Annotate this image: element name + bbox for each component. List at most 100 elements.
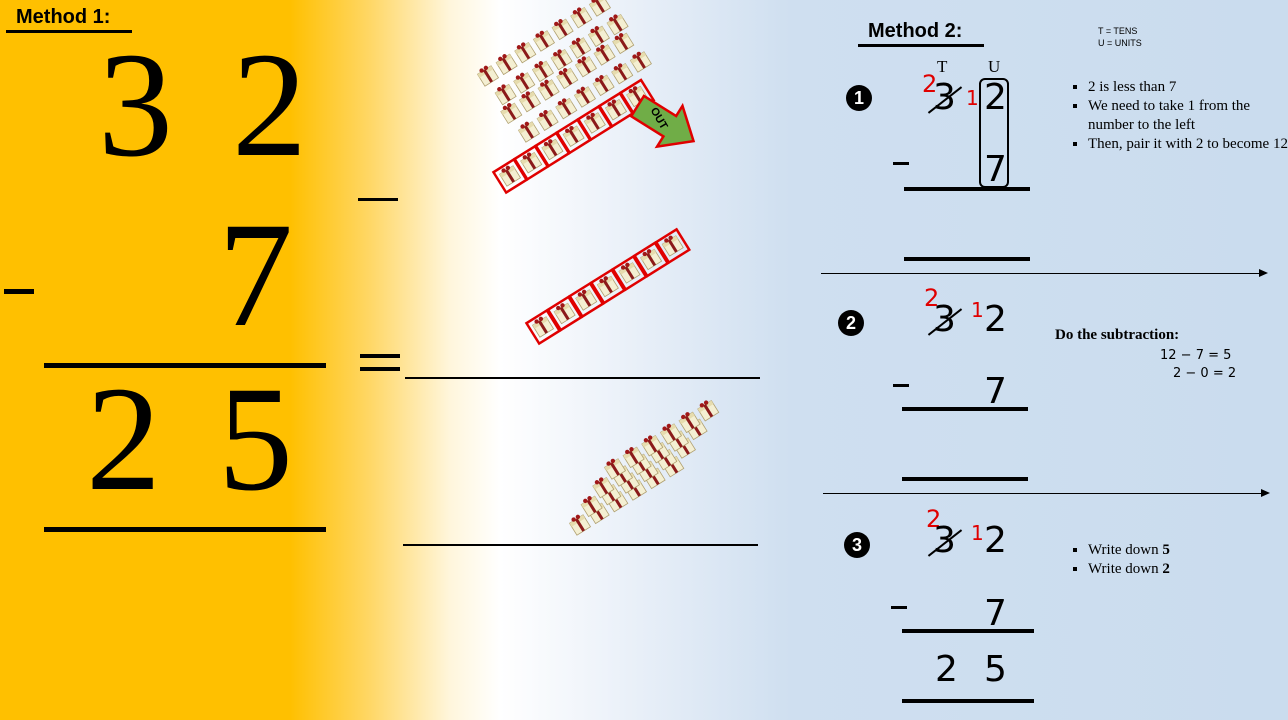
method1-title-underline [6,30,132,33]
gift-icon [534,131,571,168]
gift-icon [493,50,518,76]
step1-subtrahend: 7 [984,149,1007,190]
method1-title: Method 1: [16,6,111,28]
gift-icon [567,281,605,319]
step-divider-1-arrowhead [1259,269,1268,277]
step3-minus-sign [891,606,907,609]
gift-group-25-left [567,397,720,536]
step3-line-top [902,629,1034,633]
column-header-tens: T [937,57,948,76]
gift-icon [491,157,529,195]
gift-icon [576,104,614,142]
gift-icon [609,60,634,85]
gift-icon [492,81,517,106]
step-divider-2 [823,493,1263,494]
gift-icon [654,227,692,265]
step3-result-tens: 2 [935,649,958,690]
step3-note-value: 5 [1162,542,1170,558]
gift-icon [568,4,593,29]
method1-top-tens: 3 [98,22,173,188]
gift-icon [475,62,499,87]
step3-note: Write down 2 [1088,560,1288,579]
method1-result-units: 5 [218,356,293,522]
gift-icon [590,71,615,97]
legend-units: U = UNITS [1098,38,1142,48]
gift-icon [567,511,591,536]
step1-note: Then, pair it with 2 to become 12 [1088,135,1288,154]
step1-note: 2 is less than 7 [1088,78,1288,97]
step3-borrow-tens: 2 [926,505,942,533]
step2-borrow-tens: 2 [924,284,940,312]
gift-icon [604,11,629,36]
visual-line-top [405,377,760,379]
step3-note-value: 2 [1162,561,1170,577]
gift-icon [695,397,720,422]
method1-subtrahend: 7 [218,192,293,358]
gift-icon [632,241,670,278]
gift-group-7-taken [524,227,692,346]
step3-borrow-units: 1 [971,521,984,545]
gift-icon [589,268,627,305]
step2-borrow-units: 1 [971,298,984,322]
step3-subtrahend: 7 [984,593,1007,634]
step1-minus-sign [893,162,909,165]
gift-icon [597,91,635,129]
gift-group-32 [475,0,656,195]
gift-icon [611,254,648,292]
step-divider-1 [821,273,1261,274]
step1-note: We need to take 1 from the number to the… [1088,97,1288,135]
method1-top-units: 2 [232,22,307,188]
step3-note: Write down 5 [1088,541,1288,560]
gift-icon [548,46,573,71]
equals-bottom-bar [360,367,400,371]
column-header-units: U [988,57,1001,76]
gift-icon [567,34,592,59]
step2-equation-units: 12 − 7 = 5 [1160,348,1232,363]
step2-units: 2 [984,299,1007,340]
step1-notes: 2 is less than 7 We need to take 1 from … [1068,78,1288,154]
step1-borrow-units: 1 [966,86,979,110]
step1-line-bottom [904,257,1030,261]
middle-minus-sign [358,198,398,201]
step1-units: 2 [984,77,1007,118]
method1-line-bottom [44,527,326,532]
gift-icon [572,83,596,108]
method1-minus-sign [4,289,34,294]
equals-top-bar [360,354,400,358]
gift-icon [512,39,537,64]
step3-note-prefix: Write down [1088,561,1163,577]
step2-minus-sign [893,384,909,387]
step2-line-bottom [902,477,1028,481]
step3-line-bottom [902,699,1034,703]
method1-result-tens: 2 [86,356,161,522]
step2-equation-tens: 2 − 0 = 2 [1173,366,1237,381]
step1-badge: 1 [846,85,872,111]
gift-icon [516,118,540,143]
method1-line-top [44,363,326,368]
gift-icon [628,48,652,73]
method2-title: Method 2: [868,20,963,42]
gift-icon [512,144,550,182]
step1-line-top [904,187,1030,191]
out-arrow [629,94,696,149]
legend-tens: T = TENS [1098,26,1138,36]
step2-notes-title: Do the subtraction: [1055,327,1180,343]
step2-subtrahend: 7 [984,371,1007,412]
gift-icon [530,57,554,83]
step3-units: 2 [984,520,1007,561]
gift-icon [555,117,592,155]
gift-icon [531,27,555,52]
step1-borrow-tens: 2 [922,70,938,98]
gift-icon [511,69,536,94]
step3-note-prefix: Write down [1088,542,1163,558]
gift-icon [546,295,583,332]
gift-icon [534,106,559,131]
step3-badge: 3 [844,532,870,558]
gift-icon [587,0,611,17]
step-divider-2-arrowhead [1261,489,1270,497]
step2-line-top [902,407,1028,411]
gift-icon [553,95,578,120]
gift-icon [549,15,574,41]
method2-title-underline [858,44,984,47]
gift-icon [524,308,562,346]
